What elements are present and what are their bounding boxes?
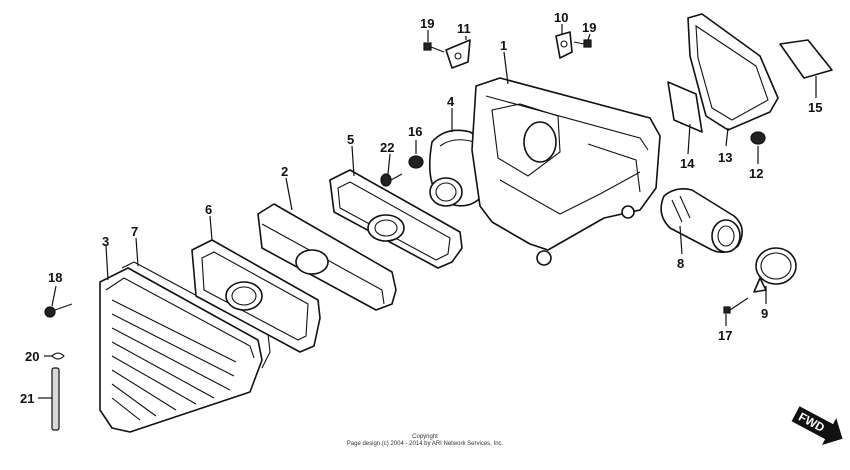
- part-15-pad: [779, 39, 833, 79]
- part-5-element-frame: [329, 169, 463, 269]
- part-20-clip: [51, 352, 65, 360]
- callout-4: 4: [447, 94, 455, 109]
- callout-13: 13: [718, 150, 732, 165]
- callout-18: 18: [48, 270, 62, 285]
- callout-11: 11: [457, 21, 471, 36]
- callout-19-right: 19: [582, 20, 596, 35]
- part-2-filter-element: [257, 203, 397, 311]
- part-18-screw: [44, 303, 73, 318]
- callout-14: 14: [680, 156, 695, 171]
- callout-22: 22: [380, 140, 394, 155]
- part-21-tube: [51, 367, 60, 431]
- callout-1: 1: [500, 38, 507, 53]
- part-19-bolt-left: [423, 42, 445, 53]
- callout-5: 5: [347, 132, 354, 147]
- callout-9: 9: [761, 306, 768, 321]
- part-9-hose-clamp: [753, 247, 797, 293]
- callout-16: 16: [408, 124, 422, 139]
- part-3-cleaner-cover: [99, 267, 263, 433]
- callout-numbers: 1 2 3 4 5 6 7 8 9 10 11 12 13 14 15 16 1…: [20, 10, 822, 406]
- callout-19-left: 19: [420, 16, 434, 31]
- callout-2: 2: [281, 164, 288, 179]
- leader-lines: [38, 24, 817, 399]
- part-12-grommet: [750, 131, 766, 145]
- callout-12: 12: [749, 166, 763, 181]
- callout-3: 3: [102, 234, 109, 249]
- callout-7: 7: [131, 224, 138, 239]
- part-14-pad: [667, 81, 703, 133]
- callout-10: 10: [554, 10, 568, 25]
- callout-20: 20: [25, 349, 39, 364]
- copyright-line-2: Page design (c) 2004 - 2014 by ARI Netwo…: [346, 441, 504, 447]
- part-16-nut: [408, 155, 424, 169]
- callout-6: 6: [205, 202, 212, 217]
- callout-21: 21: [20, 391, 34, 406]
- copyright-line-1: Copyright: [412, 434, 438, 440]
- part-10-bracket: [555, 31, 573, 59]
- part-22-nut: [380, 173, 403, 187]
- part-11-bracket: [445, 39, 471, 69]
- part-8-connecting-tube: [660, 188, 743, 254]
- part-6-frame-gasket: [191, 239, 321, 353]
- forward-arrow-icon: [791, 406, 843, 446]
- callout-8: 8: [677, 256, 684, 271]
- part-17-screw: [723, 297, 749, 314]
- callout-15: 15: [808, 100, 822, 115]
- callout-17: 17: [718, 328, 732, 343]
- part-1-cleaner-case: [471, 77, 661, 266]
- part-13-cover-plate: [687, 13, 779, 131]
- part-19-bolt-right: [573, 39, 592, 48]
